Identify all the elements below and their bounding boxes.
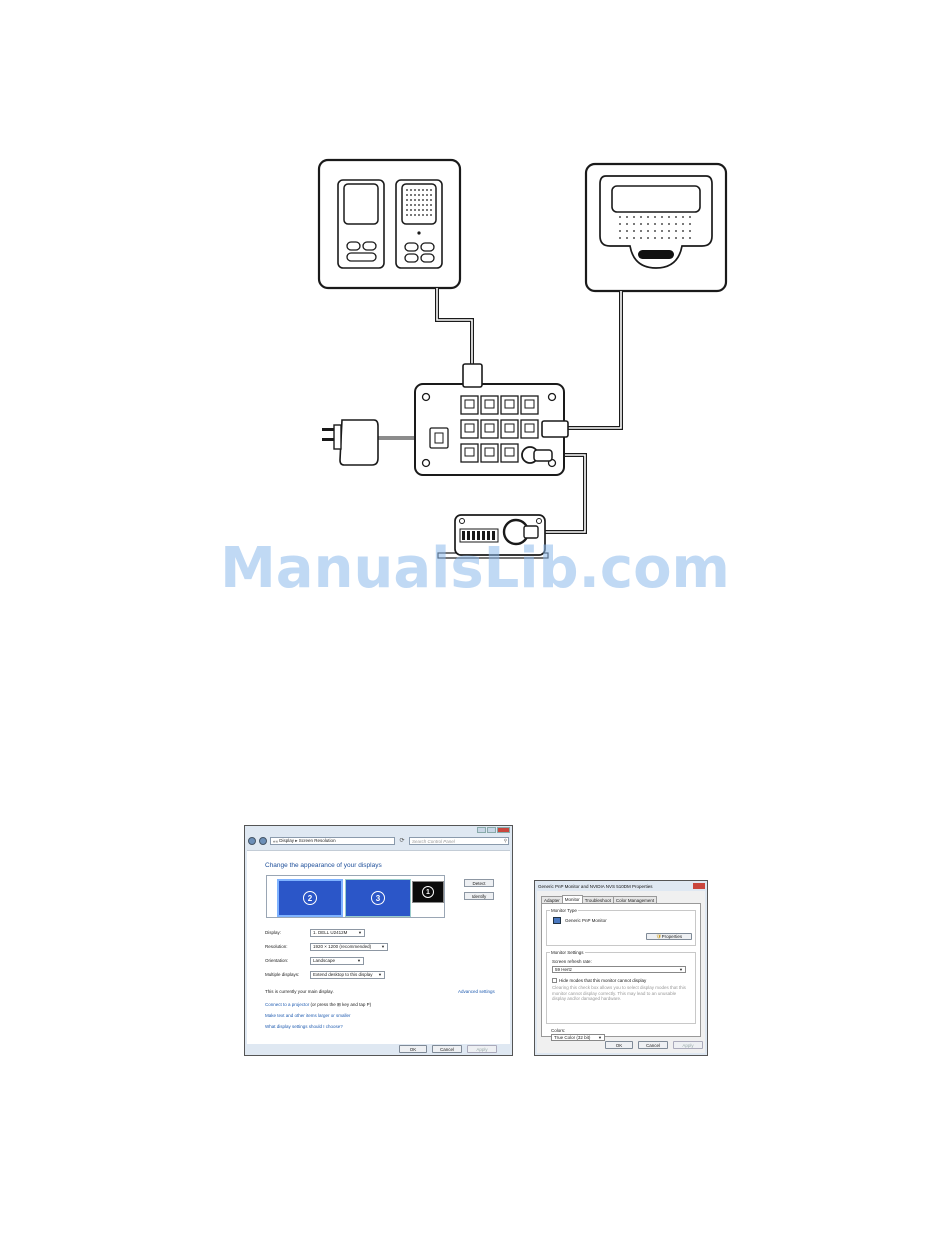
projector-hint: (or press the ⊞ key and tap P) (310, 1002, 372, 1007)
ok-button[interactable]: OK (399, 1045, 427, 1053)
colors-select[interactable]: True Color (32 bit) ▼ (551, 1034, 605, 1041)
refresh-rate-select[interactable]: 59 Hertz ▼ (552, 966, 686, 973)
resolution-select[interactable]: 1920 × 1200 (recommended) ▼ (310, 942, 388, 951)
wall-panel-stations (317, 158, 462, 290)
navigation-bar: «« Display ▸ Screen Resolution ⟳ Search … (245, 835, 512, 847)
search-placeholder: Search Control Panel (412, 838, 455, 844)
monitor-3[interactable]: 3 (345, 879, 411, 917)
monitor-settings-group: Monitor Settings Screen refresh rate: 59… (546, 950, 696, 1024)
interface-module (437, 514, 549, 559)
cancel-button[interactable]: Cancel (432, 1045, 462, 1053)
chevron-down-icon: ▼ (381, 944, 385, 949)
tab-adapter[interactable]: Adapter (541, 896, 563, 903)
search-icon: ⚲ (503, 838, 507, 843)
monitor-number: 1 (422, 886, 434, 898)
hide-modes-help: Clearing this check box allows you to se… (552, 985, 686, 1001)
monitor-1[interactable]: 1 (412, 881, 444, 903)
monitor-icon (553, 917, 561, 924)
address-breadcrumb: Display ▸ Screen Resolution (279, 838, 336, 843)
wall-panel-speaker (584, 162, 728, 293)
refresh-rate-label: Screen refresh rate: (552, 959, 592, 964)
dialog-ok-button[interactable]: OK (605, 1041, 633, 1049)
power-adapter (322, 419, 379, 466)
display-select-value: 1. DELL U2412M (313, 930, 348, 935)
window-titlebar (245, 826, 512, 835)
back-arrow-icon[interactable] (248, 837, 256, 845)
chevron-down-icon: ▼ (679, 967, 683, 972)
dialog-titlebar: Generic PnP Monitor and NVIDIA NVS 510DM… (535, 881, 707, 891)
connection-diagram (317, 158, 728, 559)
monitor-settings-title: Monitor Settings (550, 950, 585, 955)
projector-link[interactable]: Connect to a projector (265, 1002, 310, 1007)
chevron-down-icon: ▼ (357, 958, 361, 963)
monitor-2[interactable]: 2 (277, 879, 343, 917)
display-settings-help-link[interactable]: What display settings should I choose? (265, 1024, 343, 1029)
display-row: Display: 1. DELL U2412M ▼ (265, 928, 365, 937)
refresh-icon[interactable]: ⟳ (399, 838, 405, 844)
tab-monitor[interactable]: Monitor (561, 895, 583, 903)
orientation-select[interactable]: Landscape ▼ (310, 956, 364, 965)
apply-button[interactable]: Apply (467, 1045, 497, 1053)
hide-modes-label: Hide modes that this monitor cannot disp… (559, 978, 647, 983)
orientation-label: Orientation: (265, 958, 289, 963)
dialog-cancel-button[interactable]: Cancel (638, 1041, 668, 1049)
search-input[interactable]: Search Control Panel ⚲ (409, 837, 509, 845)
address-back-arrows: «« (273, 838, 279, 844)
orientation-row: Orientation: Landscape ▼ (265, 956, 364, 965)
projector-line: Connect to a projector (or press the ⊞ k… (265, 1002, 371, 1008)
chevron-down-icon: ▼ (598, 1035, 602, 1040)
identify-button[interactable]: Identify (464, 892, 494, 900)
resolution-label: Resolution: (265, 944, 288, 949)
properties-label: Properties (661, 934, 683, 939)
address-bar[interactable]: «« Display ▸ Screen Resolution (270, 837, 395, 845)
monitor-number: 3 (371, 891, 385, 905)
watermark-text: ManualsLib.com (220, 536, 730, 601)
multiple-displays-label: Multiple displays: (265, 972, 300, 977)
multiple-displays-select[interactable]: Extend desktop to this display ▼ (310, 970, 385, 979)
properties-button[interactable]: 🛡Properties (646, 933, 692, 940)
dialog-panel: Adapter Monitor Troubleshoot Color Manag… (537, 891, 705, 1053)
display-label: Display: (265, 930, 282, 935)
dialog-title: Generic PnP Monitor and NVIDIA NVS 510DM… (538, 883, 653, 889)
dialog-apply-button[interactable]: Apply (673, 1041, 703, 1049)
text-size-link[interactable]: Make text and other items larger or smal… (265, 1013, 351, 1018)
tab-troubleshoot[interactable]: Troubleshoot (581, 896, 614, 903)
chevron-down-icon: ▼ (358, 930, 362, 935)
hide-modes-checkbox[interactable] (552, 978, 557, 983)
screen-resolution-window: «« Display ▸ Screen Resolution ⟳ Search … (244, 825, 513, 1056)
monitor-number: 2 (303, 891, 317, 905)
network-hub (414, 363, 569, 476)
colors-label: Colors: (551, 1028, 566, 1033)
tab-color-management[interactable]: Color Management (612, 896, 658, 903)
main-display-text: This is currently your main display. (265, 989, 334, 994)
chevron-down-icon: ▼ (378, 972, 382, 977)
close-icon[interactable] (497, 827, 510, 833)
resolution-select-value: 1920 × 1200 (recommended) (313, 944, 372, 949)
monitor-name: Generic PnP Monitor (565, 918, 607, 923)
minimize-icon[interactable] (477, 827, 486, 833)
page-heading: Change the appearance of your displays (265, 862, 382, 869)
dialog-tabs: Adapter Monitor Troubleshoot Color Manag… (541, 895, 658, 903)
orientation-select-value: Landscape (313, 958, 336, 963)
shield-icon: 🛡 (655, 933, 662, 939)
multiple-displays-select-value: Extend desktop to this display (313, 972, 373, 977)
display-select[interactable]: 1. DELL U2412M ▼ (310, 928, 365, 937)
monitor-tab-body: Monitor Type Generic PnP Monitor 🛡Proper… (541, 903, 701, 1041)
window-content: Change the appearance of your displays 2… (247, 850, 510, 1044)
resolution-row: Resolution: 1920 × 1200 (recommended) ▼ (265, 942, 388, 951)
monitor-properties-dialog: Generic PnP Monitor and NVIDIA NVS 510DM… (534, 880, 708, 1056)
close-icon[interactable] (693, 883, 705, 889)
multiple-displays-row: Multiple displays: Extend desktop to thi… (265, 970, 385, 979)
window-footer: OK Cancel Apply (245, 1044, 512, 1055)
monitor-type-group: Monitor Type Generic PnP Monitor 🛡Proper… (546, 908, 696, 946)
monitor-arrangement: 2 3 1 (266, 875, 445, 918)
detect-button[interactable]: Detect (464, 879, 494, 887)
colors-value: True Color (32 bit) (554, 1035, 591, 1040)
refresh-rate-value: 59 Hertz (555, 967, 573, 972)
monitor-type-title: Monitor Type (550, 908, 578, 913)
forward-arrow-icon[interactable] (259, 837, 267, 845)
advanced-settings-link[interactable]: Advanced settings (458, 989, 495, 994)
maximize-icon[interactable] (487, 827, 496, 833)
